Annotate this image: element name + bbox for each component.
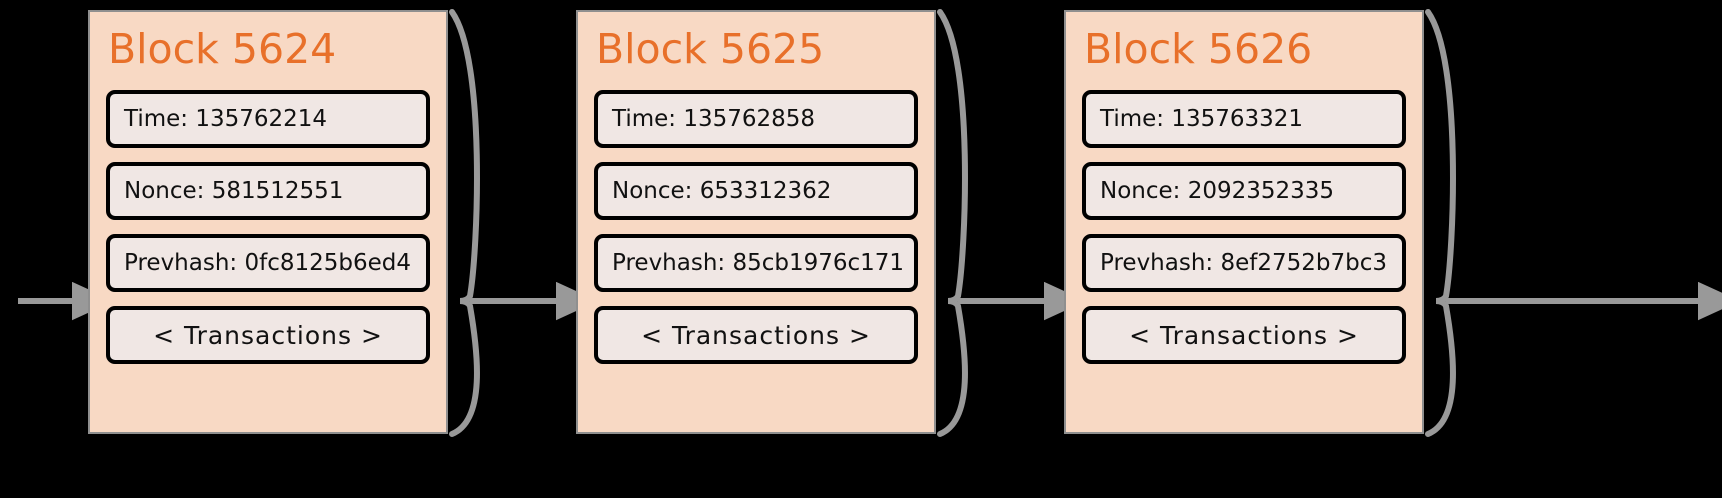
block-prevhash-field: Prevhash: 0fc8125b6ed4 bbox=[106, 234, 430, 292]
block-fields: Time: 135762214 Nonce: 581512551 Prevhas… bbox=[90, 90, 446, 364]
block-time-field: Time: 135763321 bbox=[1082, 90, 1406, 148]
block-transactions-field[interactable]: < Transactions > bbox=[1082, 306, 1406, 364]
block-prevhash-field: Prevhash: 8ef2752b7bc3 bbox=[1082, 234, 1406, 292]
block-card-0[interactable]: Block 5624 Time: 135762214 Nonce: 581512… bbox=[88, 10, 448, 434]
block-time-field: Time: 135762858 bbox=[594, 90, 918, 148]
block-fields: Time: 135762858 Nonce: 653312362 Prevhas… bbox=[578, 90, 934, 364]
block-nonce-field: Nonce: 581512551 bbox=[106, 162, 430, 220]
block-card-2[interactable]: Block 5626 Time: 135763321 Nonce: 209235… bbox=[1064, 10, 1424, 434]
connector-block-1-to-2 bbox=[449, 9, 598, 437]
block-transactions-field[interactable]: < Transactions > bbox=[106, 306, 430, 364]
connector-block-3-out bbox=[1425, 9, 1722, 437]
block-nonce-field: Nonce: 653312362 bbox=[594, 162, 918, 220]
block-title: Block 5624 bbox=[108, 25, 337, 73]
block-time-field: Time: 135762214 bbox=[106, 90, 430, 148]
block-nonce-field: Nonce: 2092352335 bbox=[1082, 162, 1406, 220]
block-prevhash-field: Prevhash: 85cb1976c171 bbox=[594, 234, 918, 292]
block-title: Block 5625 bbox=[596, 25, 825, 73]
block-title: Block 5626 bbox=[1084, 25, 1313, 73]
block-card-1[interactable]: Block 5625 Time: 135762858 Nonce: 653312… bbox=[576, 10, 936, 434]
block-transactions-field[interactable]: < Transactions > bbox=[594, 306, 918, 364]
block-fields: Time: 135763321 Nonce: 2092352335 Prevha… bbox=[1066, 90, 1422, 364]
connector-block-2-to-3 bbox=[937, 9, 1086, 437]
